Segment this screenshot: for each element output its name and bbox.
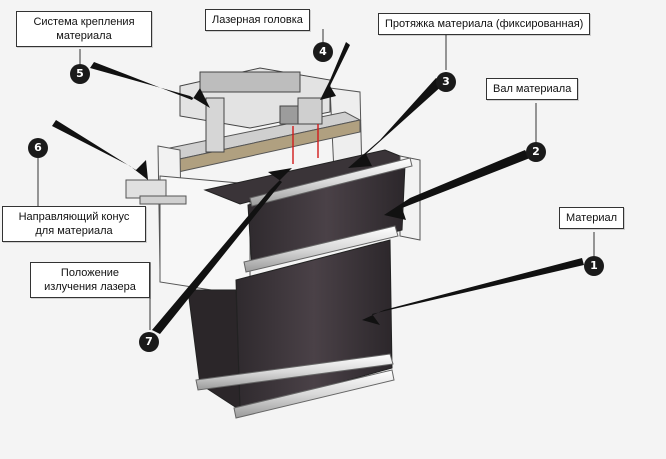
callout-label-4: Лазерная головка (205, 9, 310, 31)
callout-badge-7: 7 (139, 332, 159, 352)
callout-label-2: Вал материала (486, 78, 579, 100)
shaft-roller (249, 157, 413, 207)
laser-tube (199, 71, 301, 93)
callout-label-5: Система крепления материала (16, 11, 152, 47)
arrow-3 (348, 78, 444, 168)
guide-cone-rod (139, 195, 187, 205)
lower-roller-front (233, 369, 395, 419)
arrow-6 (52, 120, 148, 180)
callout-label-1: Материал (559, 207, 624, 229)
guide-cone (125, 179, 167, 199)
laser-head-box (279, 105, 299, 125)
callout-badge-5: 5 (70, 64, 90, 84)
callout-badge-3: 3 (436, 72, 456, 92)
arrow-1 (362, 258, 584, 325)
callout-badge-4: 4 (313, 42, 333, 62)
callout-badge-2: 2 (526, 142, 546, 162)
arrow-5 (90, 62, 210, 108)
lower-roller-back (195, 353, 394, 391)
material-sheet-back (187, 289, 241, 411)
arrow-7 (152, 168, 292, 334)
arrow-2 (384, 150, 530, 220)
mount-column (205, 97, 225, 153)
callout-label-6: Направляющий конус для материала (2, 206, 146, 242)
upper-roller (243, 225, 399, 273)
callout-badge-6: 6 (28, 138, 48, 158)
callout-label-3: Протяжка материала (фиксированная) (378, 13, 591, 35)
callout-label-7: Положение излучения лазера (30, 262, 150, 298)
laser-head-body (297, 97, 323, 125)
arrow-4 (320, 42, 350, 100)
callout-badge-1: 1 (584, 256, 604, 276)
